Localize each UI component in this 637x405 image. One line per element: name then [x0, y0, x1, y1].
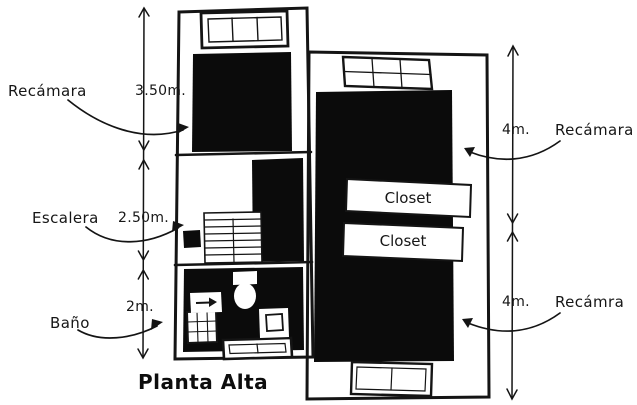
stair-hall-floor — [252, 158, 304, 262]
stairs-arrow-icon — [85, 221, 184, 243]
bedroom-left-label: Recámara — [8, 82, 87, 100]
closet-bottom-label: Closet — [379, 232, 427, 250]
bathroom-pointer-patch — [190, 292, 222, 313]
leader-arrows — [67, 99, 561, 339]
stair-landing-dark — [183, 230, 201, 248]
right-wing-outline — [305, 50, 491, 401]
windows — [199, 9, 434, 398]
dimension-left-middle: 2.50m. — [118, 210, 170, 226]
window-bottom-right-icon — [349, 360, 434, 398]
sink-icon — [259, 308, 289, 338]
bedroom-right-top-label: Recámara — [555, 121, 634, 139]
closets — [341, 177, 473, 263]
left-wing-outline — [173, 6, 315, 361]
toilet-icon — [233, 271, 257, 309]
bathroom-fixtures — [185, 271, 289, 345]
left-dimension-line — [137, 6, 150, 360]
dimension-right-top: 4m. — [502, 122, 530, 138]
closet-top-label: Closet — [384, 189, 432, 207]
closet-bottom-box — [341, 221, 465, 263]
bathroom-pointer-arrow-icon — [209, 297, 217, 307]
bedroom-right-bottom-arrow-icon — [462, 312, 561, 332]
dimension-left-bottom: 2m. — [126, 299, 154, 315]
walls — [173, 6, 491, 401]
wall-divider-bottom — [173, 260, 314, 267]
staircase-icon — [203, 211, 263, 264]
right-dimension-line — [506, 44, 519, 401]
wall-divider-top — [174, 150, 313, 157]
closet-top-box — [344, 177, 473, 219]
dimension-right-bottom: 4m. — [502, 294, 530, 310]
plan-title: Planta Alta — [138, 370, 269, 394]
shower-mat-icon — [185, 309, 219, 345]
dimension-left-top: 3.50m. — [135, 83, 187, 99]
window-top-left-icon — [199, 9, 290, 50]
stairs-label: Escalera — [32, 209, 99, 227]
bathroom-label: Baño — [50, 314, 90, 332]
bedroom-left-floor — [192, 52, 292, 152]
bathroom-arrow-icon — [77, 319, 163, 339]
window-bottom-left-icon — [221, 336, 294, 361]
window-top-right-icon — [341, 55, 434, 91]
bedroom-left-arrow-icon — [67, 99, 189, 136]
bedroom-right-bottom-label: Recámra — [555, 293, 625, 311]
bedroom-right-top-arrow-icon — [464, 140, 561, 161]
